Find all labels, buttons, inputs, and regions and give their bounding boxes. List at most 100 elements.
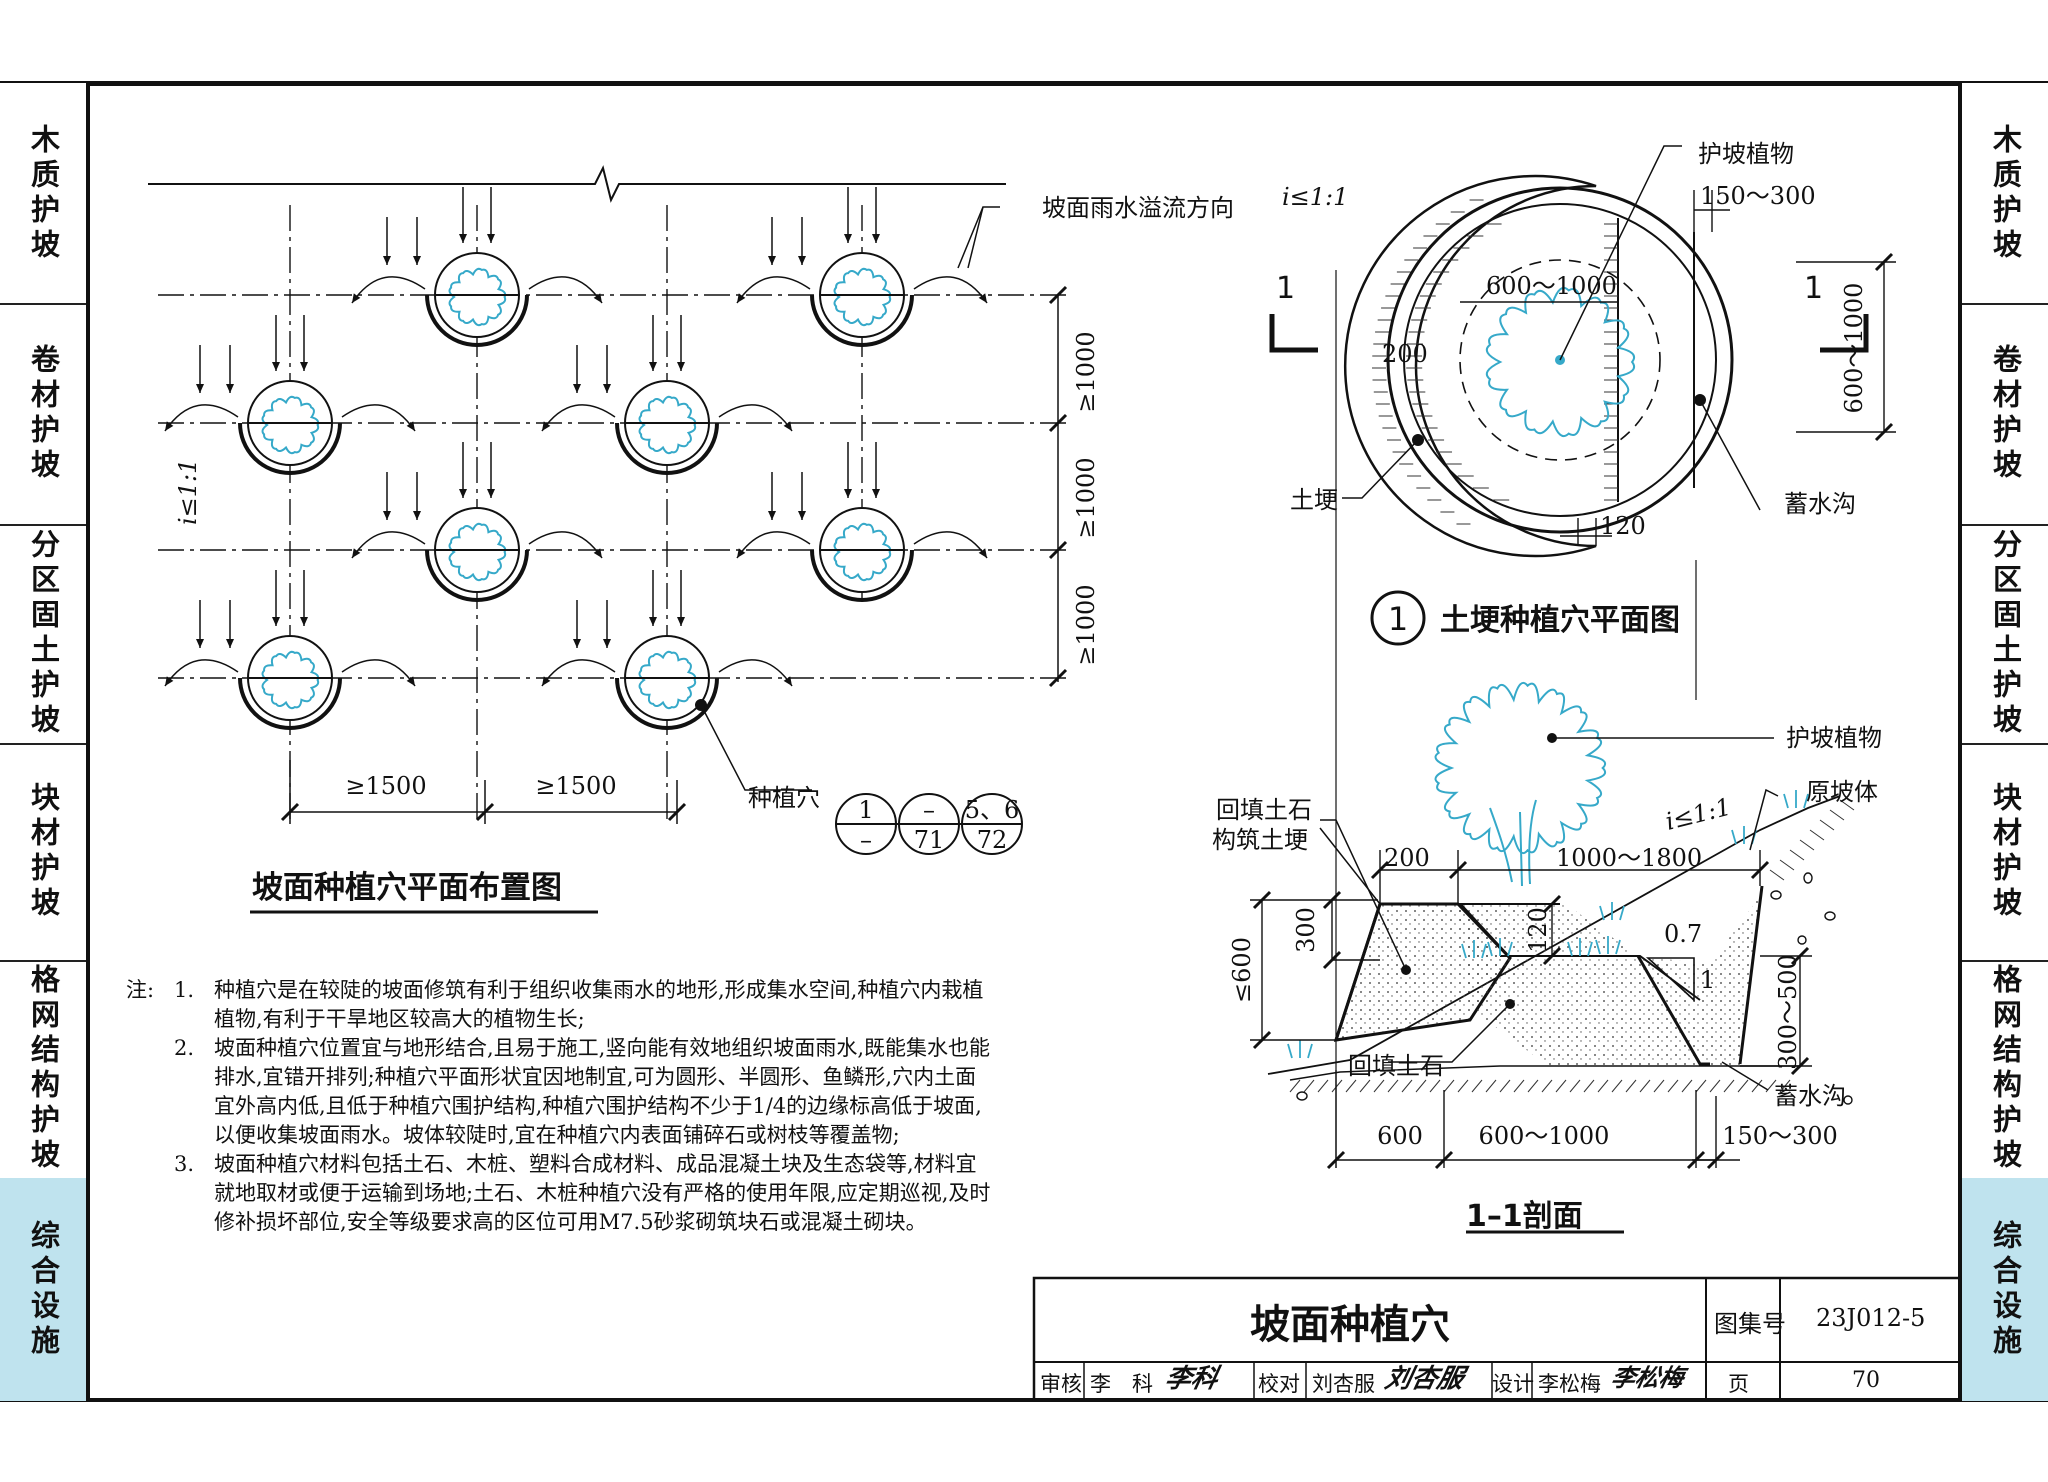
layout-plan-title: 坡面种植穴平面布置图 [252,870,562,906]
dim-bottom-2: 600～1000 [1479,1122,1610,1150]
slope-label: i≤1:1 [174,459,202,525]
side-tab-label: 木质护坡 [26,123,61,264]
section-plant-label: 护坡植物 [1786,724,1882,752]
section-mark-left: 1 [1276,271,1295,306]
detail-plant-label: 护坡植物 [1698,140,1794,168]
side-tab-label: 分区固土护坡 [26,528,61,739]
note-text: 坡面种植穴材料包括土石、木桩、塑料合成材料、成品混凝土块及生态袋等,材料宜就地取… [214,1152,991,1234]
side-tab-label: 分区固土护坡 [1988,528,2023,739]
planting-pits [164,187,988,730]
planting-pit [164,315,416,475]
detail-plan [1269,145,1896,1168]
checker-name: 刘杏服 [1312,1372,1375,1396]
section-mark-right: 1 [1804,271,1823,306]
side-tab[interactable]: 木质护坡 [1962,84,2048,305]
section-slope-label: i≤1:1 [1663,793,1734,836]
side-tab-label: 木质护坡 [1988,123,2023,264]
note-number: 3. [174,1152,195,1176]
detail-dim-right: 600～1000 [1840,283,1868,414]
dim-vertical [1040,285,1068,688]
side-tab[interactable]: 块材护坡 [0,743,86,962]
slope-top-line [148,165,1006,203]
planting-pit [736,442,988,602]
check-label: 校对 [1258,1372,1300,1396]
detail-dim-bottom: 120 [1600,512,1646,540]
review-label: 审核 [1040,1372,1082,1396]
dim-horizontal-1: ≥1500 [345,772,426,800]
checker-signature: 刘杏服 [1382,1364,1467,1394]
side-tab[interactable]: 格网结构护坡 [1962,960,2048,1180]
page-number: 70 [1852,1368,1880,1393]
title-block [1032,1276,1962,1402]
side-tab[interactable]: 卷材护坡 [0,303,86,526]
note-item: 3. 坡面种植穴材料包括土石、木桩、塑料合成材料、成品混凝土块及生态袋等,材料宜… [126,1150,996,1237]
note-number: 2. [174,1036,195,1060]
designer-name: 李松梅 [1538,1372,1601,1396]
gradient-run: 0.7 [1664,920,1702,948]
detail-dim-top: 150～300 [1700,182,1816,210]
dim-120: 120 [1524,907,1552,953]
atlas-label: 图集号 [1714,1310,1786,1338]
dim-left-depth: ≤600 [1228,937,1256,1003]
backfill-label: 回填土石 [1348,1052,1444,1080]
notes: 注: 1. 种植穴是在较陡的坡面修筑有利于组织收集雨水的地形,形成集水空间,种植… [126,976,996,1237]
side-tab[interactable]: 格网结构护坡 [0,960,86,1180]
detail-dim-diameter: 600～1000 [1486,272,1617,300]
dim-horizontal-2: ≥1500 [535,772,616,800]
side-tab[interactable]: 分区固土护坡 [1962,524,2048,745]
dim-bottom-3: 150～300 [1722,1122,1838,1150]
side-tab-label: 卷材护坡 [1988,343,2023,484]
atlas-number: 23J012-5 [1816,1304,1926,1332]
planting-pit [541,570,793,730]
dim-vertical-2: ≥1000 [1072,457,1100,538]
planting-pit [164,570,416,730]
side-tab[interactable]: 综合设施 [1962,1178,2048,1401]
page-label: 页 [1728,1372,1749,1396]
planting-pit [351,442,603,602]
dim-vertical-1: ≥1000 [1072,331,1100,412]
notes-lead: 注: [126,978,155,1002]
side-tab-label: 卷材护坡 [26,343,61,484]
detail-ridge-label: 土埂 [1290,486,1338,514]
side-tab[interactable]: 卷材护坡 [1962,303,2048,526]
ref-top-1: 1 [858,796,873,824]
note-item: 2. 坡面种植穴位置宜与地形结合,且易于施工,竖向能有效地组织坡面雨水,既能集水… [126,1034,996,1150]
detail-number: 1 [1388,600,1408,638]
designer-signature: 李松梅 [1608,1363,1687,1392]
ref-bottom-1: – [860,826,872,854]
planting-pit [541,315,793,475]
note-number: 1. [174,978,195,1002]
section-title: 1–1剖面 [1466,1199,1583,1234]
side-tab[interactable]: 块材护坡 [1962,743,2048,962]
pit-label: 种植穴 [748,784,820,812]
ref-top-3: 5、6 [965,796,1020,824]
side-tab[interactable]: 分区固土护坡 [0,524,86,745]
section-ditch-label: 蓄水沟 [1774,1082,1846,1110]
backfill-ridge-label-2: 构筑土埂 [1212,826,1308,854]
side-tab[interactable]: 木质护坡 [0,84,86,305]
dim-bottom-1: 600 [1377,1122,1423,1150]
design-label: 设计 [1492,1372,1534,1396]
dim-horizontal [280,760,687,824]
side-tab[interactable]: 综合设施 [0,1178,86,1401]
layout-plan [148,165,1068,855]
dim-vertical-3: ≥1000 [1072,584,1100,665]
planting-pit [736,187,988,347]
original-slope-label: 原坡体 [1806,778,1878,806]
reference-callout [835,793,1023,855]
ref-top-2: – [923,796,935,824]
ref-bottom-3: 72 [977,826,1008,854]
reviewer-name: 李 科 [1090,1372,1153,1396]
dim-200: 200 [1384,844,1430,872]
side-tab-label: 格网结构护坡 [26,964,61,1174]
ref-bottom-2: 71 [914,826,945,854]
planting-pit [351,187,603,347]
section-1-1 [1250,681,1855,1234]
detail-ditch-label: 蓄水沟 [1784,490,1856,518]
note-text: 种植穴是在较陡的坡面修筑有利于组织收集雨水的地形,形成集水空间,种植穴内栽植植物… [214,978,984,1031]
note-item: 注: 1. 种植穴是在较陡的坡面修筑有利于组织收集雨水的地形,形成集水空间,种植… [126,976,996,1034]
dim-300: 300 [1292,907,1320,953]
side-tab-label: 块材护坡 [1988,781,2023,922]
detail-plan-title: 土埂种植穴平面图 [1440,603,1680,638]
